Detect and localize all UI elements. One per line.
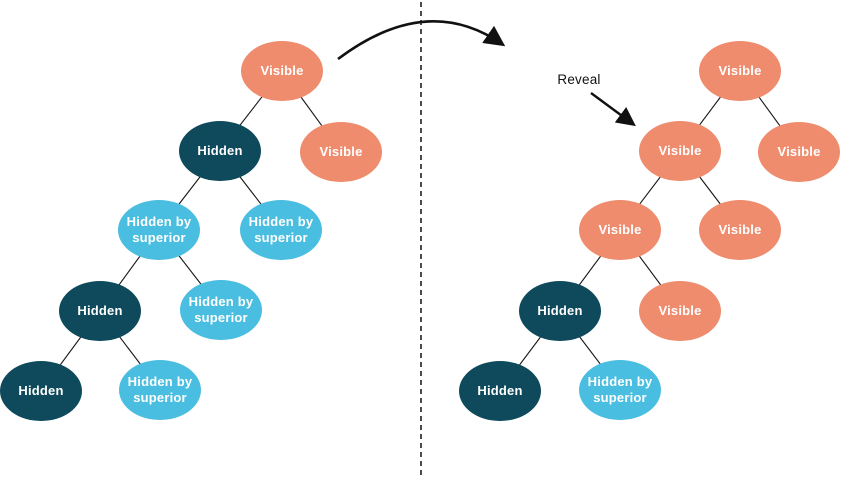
node-label: Visible xyxy=(598,221,642,237)
transition-arrow-icon xyxy=(337,19,506,61)
left-node-lllr: Hidden by superior xyxy=(119,360,201,420)
node-label: Visible xyxy=(658,302,702,318)
node-label: Visible xyxy=(260,62,304,78)
right-node-ll: Visible xyxy=(579,200,661,260)
node-label: Hidden by superior xyxy=(126,213,192,245)
right-node-r: Visible xyxy=(758,122,840,182)
node-label: Visible xyxy=(658,142,702,158)
right-node-lll: Hidden xyxy=(519,281,601,341)
node-label: Hidden by superior xyxy=(127,373,193,405)
right-node-lllr: Hidden by superior xyxy=(579,360,661,420)
left-node-root: Visible xyxy=(241,41,323,101)
left-node-llll: Hidden xyxy=(0,361,82,421)
node-label: Hidden xyxy=(77,302,123,318)
node-label: Hidden by superior xyxy=(188,293,254,325)
right-node-llr: Visible xyxy=(639,281,721,341)
node-label: Hidden by superior xyxy=(248,213,314,245)
node-label: Hidden xyxy=(537,302,583,318)
node-label: Visible xyxy=(718,62,762,78)
node-label: Visible xyxy=(319,143,363,159)
left-node-l: Hidden xyxy=(179,121,261,181)
node-label: Hidden by superior xyxy=(587,373,653,405)
right-node-root: Visible xyxy=(699,41,781,101)
right-node-l: Visible xyxy=(639,121,721,181)
node-label: Visible xyxy=(777,143,821,159)
reveal-arrow-icon xyxy=(590,92,636,127)
left-node-lll: Hidden xyxy=(59,281,141,341)
left-node-llr: Hidden by superior xyxy=(180,280,262,340)
node-label: Visible xyxy=(718,221,762,237)
right-node-lr: Visible xyxy=(699,200,781,260)
node-label: Hidden xyxy=(197,142,243,158)
right-node-llll: Hidden xyxy=(459,361,541,421)
left-node-lr: Hidden by superior xyxy=(240,200,322,260)
node-label: Hidden xyxy=(18,382,64,398)
reveal-annotation-label: Reveal xyxy=(557,72,601,87)
node-label: Hidden xyxy=(477,382,523,398)
left-node-r: Visible xyxy=(300,122,382,182)
left-node-ll: Hidden by superior xyxy=(118,200,200,260)
